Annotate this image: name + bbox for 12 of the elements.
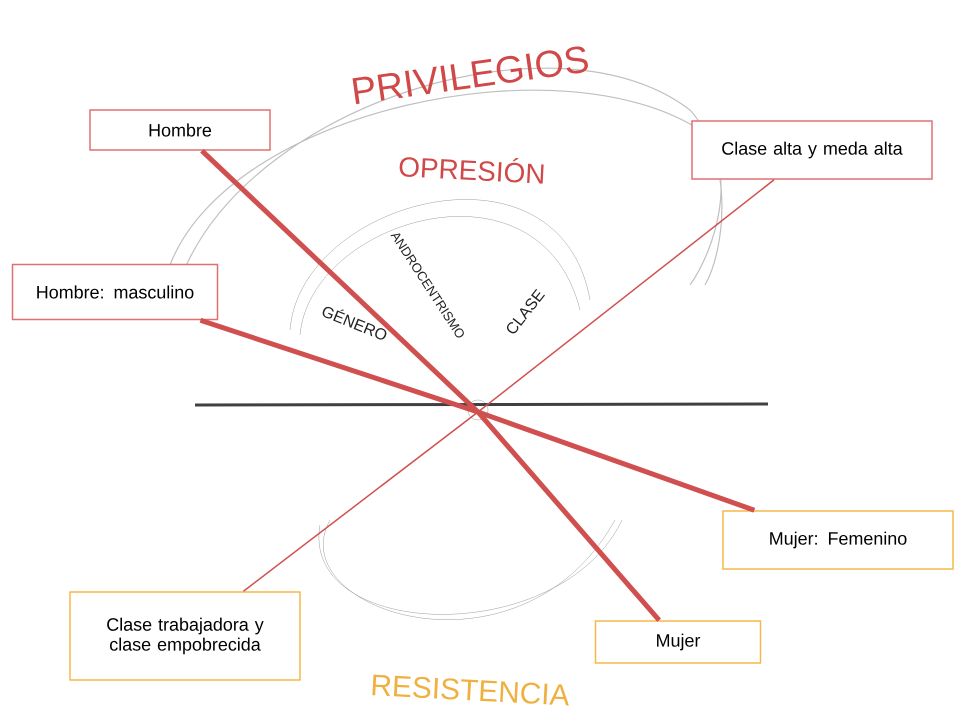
line [242,179,775,592]
line [200,148,662,622]
label-box: Mujer: Femenino [722,510,954,570]
label-box: Mujer [594,620,762,664]
heading-text: OPRESIÓN [400,157,544,184]
label-box: Hombre [89,109,271,151]
heading-text: PRIVILEGIOS [352,46,588,104]
label-box: Hombre: masculino [12,264,218,320]
line [200,318,756,513]
label-box: Clase alta y meda alta [691,120,933,180]
label-box: Clase trabajadora y clase empobrecida [69,591,301,681]
heading-text: RESISTENCIA [372,674,569,706]
